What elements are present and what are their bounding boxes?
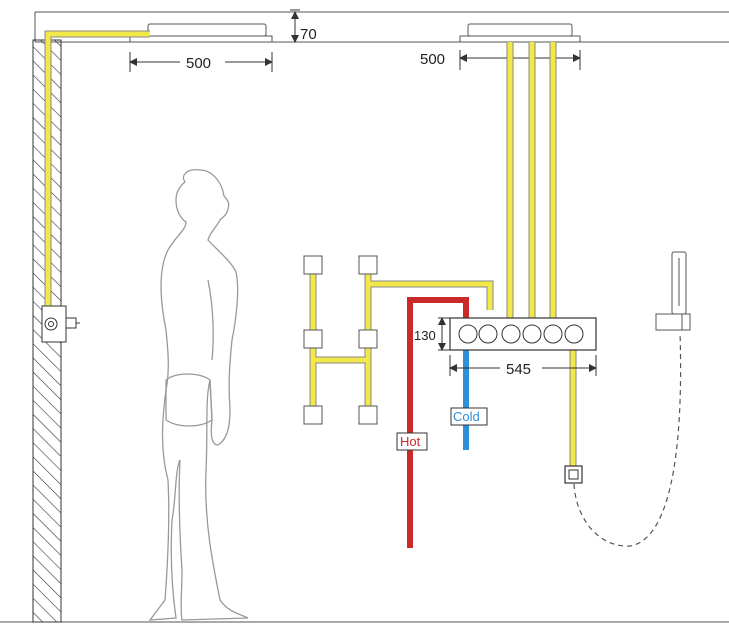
svg-text:Cold: Cold <box>453 409 480 424</box>
human-figure-icon <box>148 169 249 621</box>
dimension-valve-height: 130 <box>414 317 450 351</box>
body-jet-icon <box>303 255 323 275</box>
dimension-valve-width: 545 <box>449 355 597 378</box>
svg-text:500: 500 <box>420 51 445 68</box>
hot-pipe <box>407 297 469 548</box>
body-jet-icon <box>358 329 378 349</box>
body-jet-icon <box>303 405 323 425</box>
dimension-rain-left: 500 <box>129 52 273 72</box>
thermostatic-valve-icon <box>449 317 597 351</box>
wall-valve-icon <box>41 305 80 343</box>
svg-text:545: 545 <box>506 361 531 378</box>
supply-pipes-right <box>506 42 557 318</box>
cold-label: Cold <box>450 407 488 426</box>
dimension-rain-right: 500 <box>420 50 581 70</box>
body-jet-icon <box>358 405 378 425</box>
wall-outlet-icon <box>564 465 583 484</box>
svg-text:Hot: Hot <box>400 434 421 449</box>
hot-label: Hot <box>396 432 428 451</box>
body-jet-icon <box>303 329 323 349</box>
svg-text:70: 70 <box>300 26 317 43</box>
body-jet-icon <box>358 255 378 275</box>
ceiling-rain-shower-icon <box>459 23 581 43</box>
ceiling-rain-shower-icon <box>129 23 273 43</box>
hand-shower-icon <box>655 251 691 331</box>
dimension-ceiling-drop: 70 <box>290 9 317 43</box>
svg-text:500: 500 <box>186 55 211 72</box>
shower-hose <box>573 331 682 547</box>
svg-text:130: 130 <box>414 328 436 343</box>
body-jet-cluster <box>303 255 494 425</box>
supply-pipe-left <box>44 30 150 310</box>
